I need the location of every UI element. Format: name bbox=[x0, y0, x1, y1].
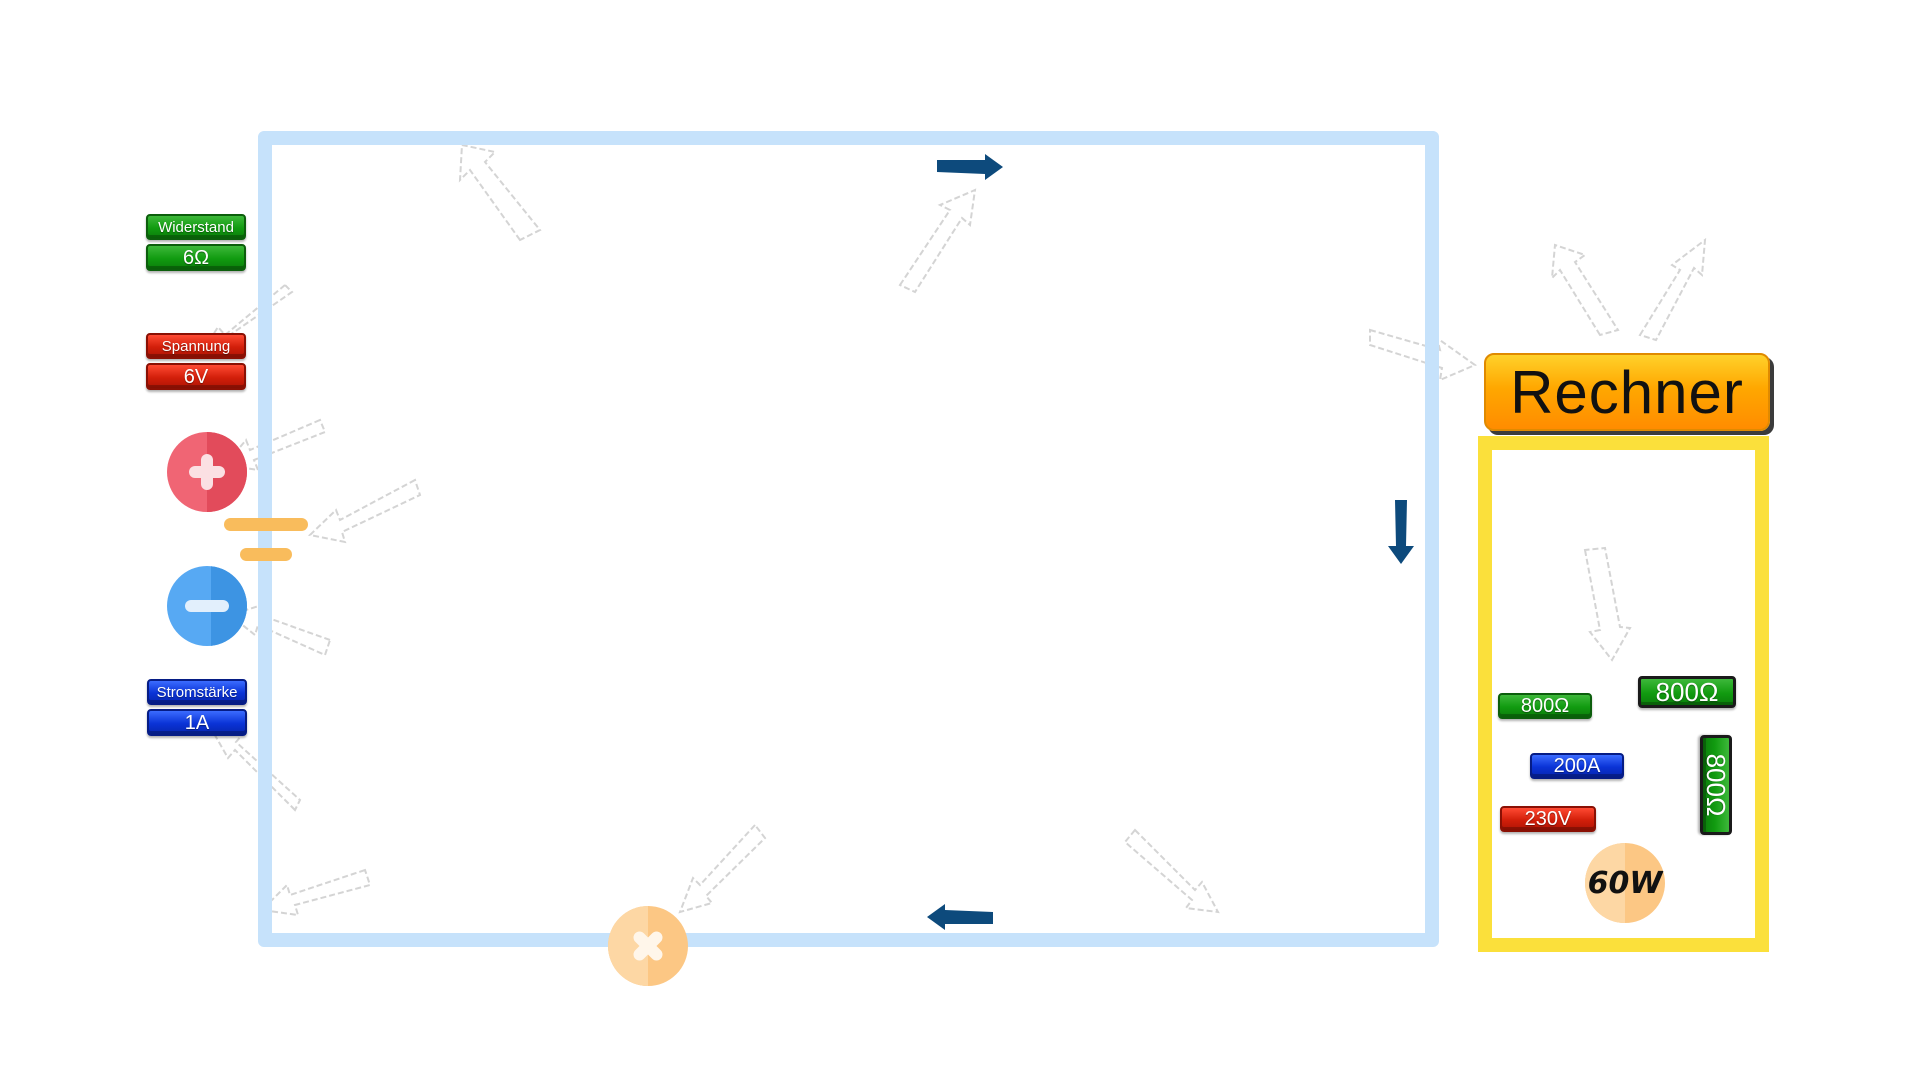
ghost-arrow-icon bbox=[1583, 546, 1632, 662]
ghost-arrow-icon bbox=[259, 868, 372, 917]
battery-short-plate bbox=[240, 548, 292, 561]
ghost-arrow-icon bbox=[210, 728, 302, 812]
ghost-arrow-icon bbox=[1638, 237, 1707, 342]
ghost-arrow-icon bbox=[1123, 828, 1220, 914]
calc-resistor-large[interactable]: 800Ω bbox=[1638, 676, 1736, 708]
flow-arrow-left-icon bbox=[927, 904, 993, 930]
calc-voltage-label[interactable]: 230V bbox=[1500, 806, 1596, 832]
circuit-lamp[interactable] bbox=[608, 906, 688, 986]
calc-resistor-vertical[interactable]: 800Ω bbox=[1700, 735, 1732, 835]
ghost-arrow-icon bbox=[458, 143, 542, 242]
voltage-value-label[interactable]: 6V bbox=[146, 363, 246, 390]
ghost-arrow-icon bbox=[307, 478, 422, 544]
calculator-panel bbox=[1478, 436, 1769, 952]
lamp-cross-icon bbox=[633, 931, 663, 961]
resistance-title-label: Widerstand bbox=[146, 214, 246, 240]
calc-current-label[interactable]: 200A bbox=[1530, 753, 1624, 779]
flow-arrow-down-icon bbox=[1388, 500, 1414, 564]
resistance-value-label[interactable]: 6Ω bbox=[146, 244, 246, 271]
current-value-label[interactable]: 1A bbox=[147, 709, 247, 736]
calc-resistor-small[interactable]: 800Ω bbox=[1498, 693, 1592, 719]
calc-lamp-label: 60W bbox=[1587, 865, 1663, 901]
calc-lamp[interactable]: 60W bbox=[1585, 843, 1665, 923]
plus-icon bbox=[189, 454, 225, 490]
battery-negative-terminal[interactable] bbox=[167, 566, 247, 646]
ghost-arrow-icon bbox=[898, 188, 977, 294]
minus-icon bbox=[185, 600, 229, 612]
rechner-button[interactable]: Rechner bbox=[1484, 353, 1770, 431]
circuit-wire bbox=[258, 131, 1439, 947]
flow-arrow-right-icon bbox=[937, 154, 1003, 180]
ghost-arrow-icon bbox=[1369, 328, 1478, 382]
battery-long-plate bbox=[224, 518, 308, 531]
ghost-arrow-icon bbox=[1550, 243, 1620, 337]
battery-positive-terminal[interactable] bbox=[167, 432, 247, 512]
ghost-arrow-icon bbox=[678, 823, 767, 914]
current-title-label: Stromstärke bbox=[147, 679, 247, 705]
voltage-title-label: Spannung bbox=[146, 333, 246, 359]
